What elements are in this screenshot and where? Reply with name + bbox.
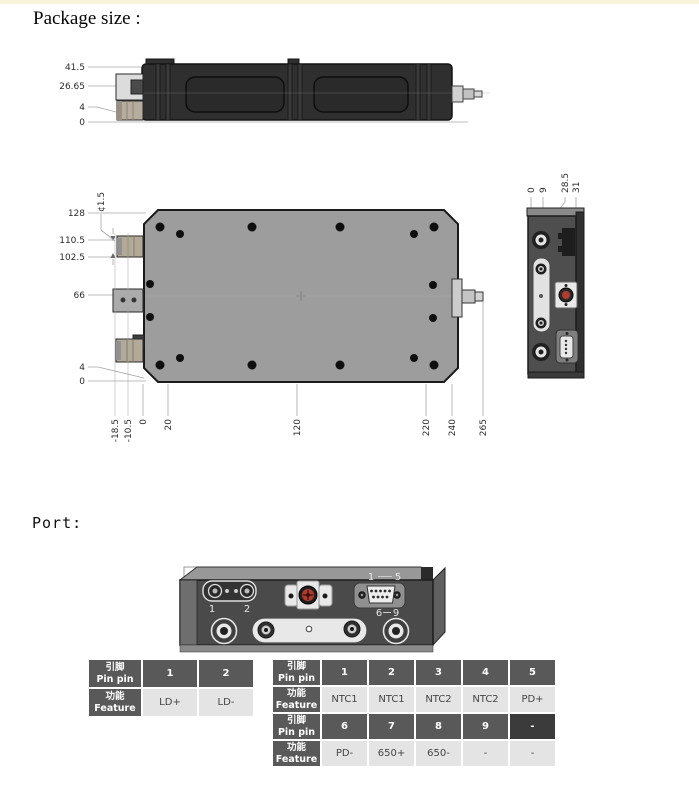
pin-number-label: 9 bbox=[393, 608, 399, 619]
table-cell: 4 bbox=[463, 660, 508, 685]
dim-label: 4 bbox=[79, 103, 85, 113]
dim-label: 9 bbox=[539, 187, 549, 193]
dim-label: 0 bbox=[79, 377, 85, 387]
table-header-cell: 引脚 Pin pin bbox=[273, 714, 320, 739]
table-header-cell: 功能 Feature bbox=[273, 741, 320, 766]
dim-label: -10.5 bbox=[124, 419, 134, 442]
port-heading: Port: bbox=[32, 514, 83, 532]
dim-label: 102.5 bbox=[59, 253, 85, 263]
table-cell: NTC2 bbox=[416, 687, 461, 712]
page-top-border bbox=[0, 0, 699, 4]
dim-label: 26.65 bbox=[59, 82, 85, 92]
table-header-cell: 引脚 Pin pin bbox=[273, 660, 320, 685]
mounting-screws bbox=[146, 222, 439, 370]
table-row: 引脚 Pin pin 6 7 8 9 - bbox=[273, 714, 555, 739]
dim-label: 0 bbox=[139, 419, 149, 425]
pin-table-db9: 引脚 Pin pin 1 2 3 4 5 功能 Feature NTC1 NTC… bbox=[273, 660, 555, 766]
fiber-output-ferrule bbox=[451, 85, 483, 103]
table-cell: NTC1 bbox=[322, 687, 367, 712]
table-cell: LD- bbox=[199, 689, 253, 716]
dim-label: 120 bbox=[293, 419, 303, 436]
pin-number-label: 2 bbox=[244, 604, 250, 615]
dim-label: -18.5 bbox=[111, 419, 121, 442]
dim-label: 0 bbox=[527, 187, 537, 193]
table-cell: 650+ bbox=[369, 741, 414, 766]
pin-number-label: 5 bbox=[395, 572, 401, 583]
red-center-connector bbox=[284, 580, 333, 610]
table-cell: 5 bbox=[510, 660, 555, 685]
dim-label: 220 bbox=[422, 419, 432, 436]
pin-number-label: 6 bbox=[376, 608, 382, 619]
table-cell: 8 bbox=[416, 714, 461, 739]
table-cell: 2 bbox=[199, 660, 253, 687]
top-view-drawing: 41.5 26.65 4 0 bbox=[59, 58, 490, 128]
table-cell: 7 bbox=[369, 714, 414, 739]
pin-number-label: 1 bbox=[209, 604, 215, 615]
dim-label: 128 bbox=[68, 209, 85, 219]
table-cell: 650- bbox=[416, 741, 461, 766]
dim-label: 28.5 bbox=[561, 173, 571, 193]
table-cell: NTC2 bbox=[463, 687, 508, 712]
dim-label: 265 bbox=[479, 419, 489, 436]
table-cell: 2 bbox=[369, 660, 414, 685]
table-cell: 3 bbox=[416, 660, 461, 685]
side-view-drawing: 0 9 28.5 31 bbox=[526, 173, 585, 379]
dim-label: 20 bbox=[164, 419, 174, 431]
table-cell: 1 bbox=[322, 660, 367, 685]
table-header-cell: 功能 Feature bbox=[273, 687, 320, 712]
side-ring-holes bbox=[532, 231, 550, 361]
pin-number-label: 1 bbox=[368, 572, 374, 583]
plan-view-drawing: 128 110.5 102.5 66 4 0 ¢1.5 bbox=[59, 192, 489, 442]
table-cell: LD+ bbox=[143, 689, 197, 716]
table-cell: 1 bbox=[143, 660, 197, 687]
port-panel-drawing: 1 2 bbox=[178, 566, 446, 653]
pin-table-two-pin: 引脚 Pin pin 1 2 功能 Feature LD+ LD- bbox=[89, 660, 253, 716]
package-size-heading: Package size : bbox=[33, 8, 141, 29]
dim-label: 4 bbox=[79, 363, 85, 373]
two-pin-connector bbox=[202, 580, 257, 602]
table-row: 功能 Feature LD+ LD- bbox=[89, 689, 253, 716]
table-row: 引脚 Pin pin 1 2 3 4 5 bbox=[273, 660, 555, 685]
table-header-cell: 功能 Feature bbox=[89, 689, 141, 716]
fiber-output-plan bbox=[451, 278, 484, 318]
table-cell: - bbox=[510, 741, 555, 766]
side-db9-connector bbox=[555, 329, 579, 364]
db9-connector bbox=[353, 582, 406, 609]
table-cell: PD- bbox=[322, 741, 367, 766]
side-two-pin-connector bbox=[562, 228, 575, 256]
table-row: 功能 Feature NTC1 NTC1 NTC2 NTC2 PD+ bbox=[273, 687, 555, 712]
table-cell: NTC1 bbox=[369, 687, 414, 712]
table-cell: 6 bbox=[322, 714, 367, 739]
table-header-cell: 引脚 Pin pin bbox=[89, 660, 141, 687]
table-row: 功能 Feature PD- 650+ 650- - - bbox=[273, 741, 555, 766]
dim-label: 240 bbox=[448, 419, 458, 436]
dim-label: 0 bbox=[79, 118, 85, 128]
dim-label: 110.5 bbox=[59, 236, 85, 246]
dim-label: 41.5 bbox=[65, 63, 85, 73]
hole-diameter-label: ¢1.5 bbox=[97, 192, 107, 212]
dim-label: 66 bbox=[74, 291, 86, 301]
dim-label: 31 bbox=[572, 182, 582, 193]
table-row: 引脚 Pin pin 1 2 bbox=[89, 660, 253, 687]
panel-bottom-holes bbox=[210, 617, 410, 645]
table-cell: 9 bbox=[463, 714, 508, 739]
table-cell: - bbox=[463, 741, 508, 766]
side-red-connector bbox=[554, 281, 578, 309]
table-cell: - bbox=[510, 714, 555, 739]
table-cell: PD+ bbox=[510, 687, 555, 712]
